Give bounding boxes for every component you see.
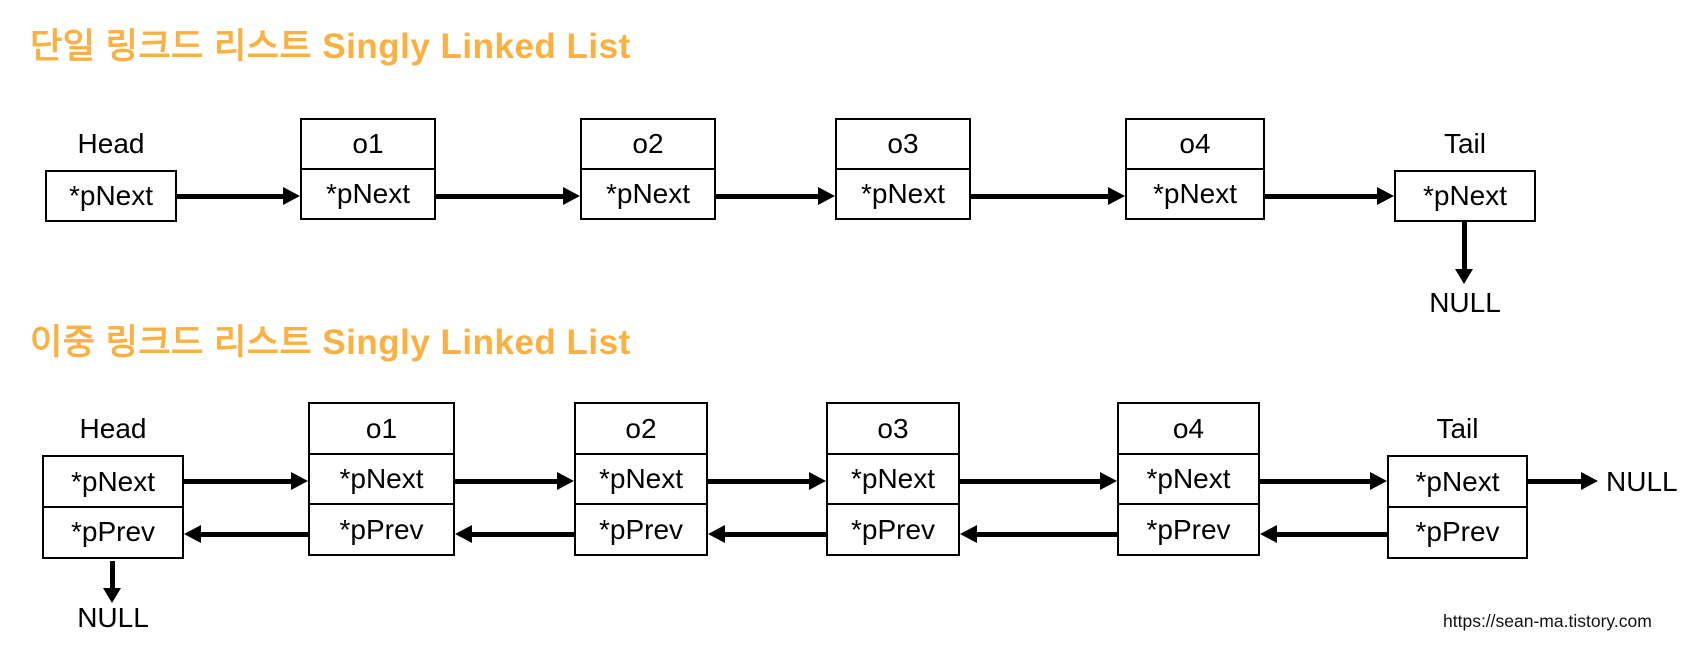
- pprev-cell: *pPrev: [308, 503, 455, 556]
- doubly-next-arrow-4: [960, 472, 1117, 490]
- doubly-prev-arrow-3: [708, 525, 826, 543]
- pnext-cell: *pNext: [580, 167, 716, 220]
- doubly-node-o3: o3 *pNext *pPrev: [826, 402, 960, 556]
- singly-node-o4: o4 *pNext: [1125, 118, 1265, 220]
- node-header: o3: [835, 118, 971, 170]
- pprev-cell: *pPrev: [1387, 505, 1528, 559]
- singly-null-arrow: [1455, 222, 1473, 284]
- pnext-cell: *pNext: [574, 452, 708, 506]
- doubly-next-arrow-3: [708, 472, 826, 490]
- node-header: o2: [580, 118, 716, 170]
- doubly-prev-arrow-1: [184, 525, 308, 543]
- pnext-cell: *pNext: [835, 167, 971, 220]
- pnext-cell: *pNext: [42, 455, 184, 508]
- doubly-prev-arrow-2: [455, 525, 574, 543]
- pnext-cell: *pNext: [1125, 167, 1265, 220]
- doubly-tail-null-arrow: [1528, 472, 1598, 490]
- singly-next-arrow-3: [716, 187, 835, 205]
- pprev-cell: *pPrev: [42, 505, 184, 559]
- pprev-cell: *pPrev: [826, 503, 960, 556]
- singly-next-arrow-4: [971, 187, 1125, 205]
- doubly-null-head-label: NULL: [77, 602, 149, 633]
- node-header: o4: [1117, 402, 1260, 455]
- singly-node-tail: Tail *pNext: [1394, 118, 1536, 222]
- doubly-next-arrow-2: [455, 472, 574, 490]
- doubly-next-arrow-1: [184, 472, 308, 490]
- node-header: o2: [574, 402, 708, 455]
- doubly-node-o1: o1 *pNext *pPrev: [308, 402, 455, 556]
- node-label: Head: [79, 412, 147, 444]
- singly-node-o2: o2 *pNext: [580, 118, 716, 220]
- node-label: Tail: [1436, 412, 1479, 444]
- doubly-title: 이중 링크드 리스트 Singly Linked List: [30, 323, 631, 362]
- pnext-cell: *pNext: [826, 452, 960, 506]
- watermark-url: https://sean-ma.tistory.com: [1443, 611, 1652, 631]
- doubly-null-tail-label: NULL: [1606, 466, 1678, 497]
- pnext-cell: *pNext: [1117, 452, 1260, 506]
- pnext-cell: *pNext: [308, 452, 455, 506]
- doubly-prev-arrow-5: [1260, 525, 1387, 543]
- singly-node-head: Head *pNext: [45, 118, 177, 222]
- doubly-next-arrow-5: [1260, 472, 1387, 490]
- pprev-cell: *pPrev: [574, 503, 708, 556]
- doubly-head-null-arrow: [103, 561, 121, 603]
- pprev-cell: *pPrev: [1117, 503, 1260, 556]
- pnext-cell: *pNext: [45, 170, 177, 222]
- doubly-node-o4: o4 *pNext *pPrev: [1117, 402, 1260, 556]
- singly-next-arrow-1: [177, 187, 300, 205]
- pnext-cell: *pNext: [300, 167, 436, 220]
- node-header: o1: [300, 118, 436, 170]
- doubly-prev-arrow-4: [960, 525, 1117, 543]
- singly-node-o3: o3 *pNext: [835, 118, 971, 220]
- node-header: o4: [1125, 118, 1265, 170]
- pnext-cell: *pNext: [1394, 170, 1536, 222]
- singly-node-o1: o1 *pNext: [300, 118, 436, 220]
- node-header: o1: [308, 402, 455, 455]
- singly-next-arrow-5: [1265, 187, 1394, 205]
- node-label: Tail: [1443, 128, 1486, 159]
- doubly-node-tail: Tail *pNext *pPrev: [1387, 402, 1528, 559]
- singly-next-arrow-2: [436, 187, 580, 205]
- doubly-node-head: Head *pNext *pPrev: [42, 402, 184, 559]
- node-label: Head: [77, 128, 145, 159]
- singly-null-label: NULL: [1429, 287, 1501, 318]
- singly-title: 단일 링크드 리스트 Singly Linked List: [30, 27, 631, 66]
- node-header: o3: [826, 402, 960, 455]
- doubly-node-o2: o2 *pNext *pPrev: [574, 402, 708, 556]
- pnext-cell: *pNext: [1387, 455, 1528, 508]
